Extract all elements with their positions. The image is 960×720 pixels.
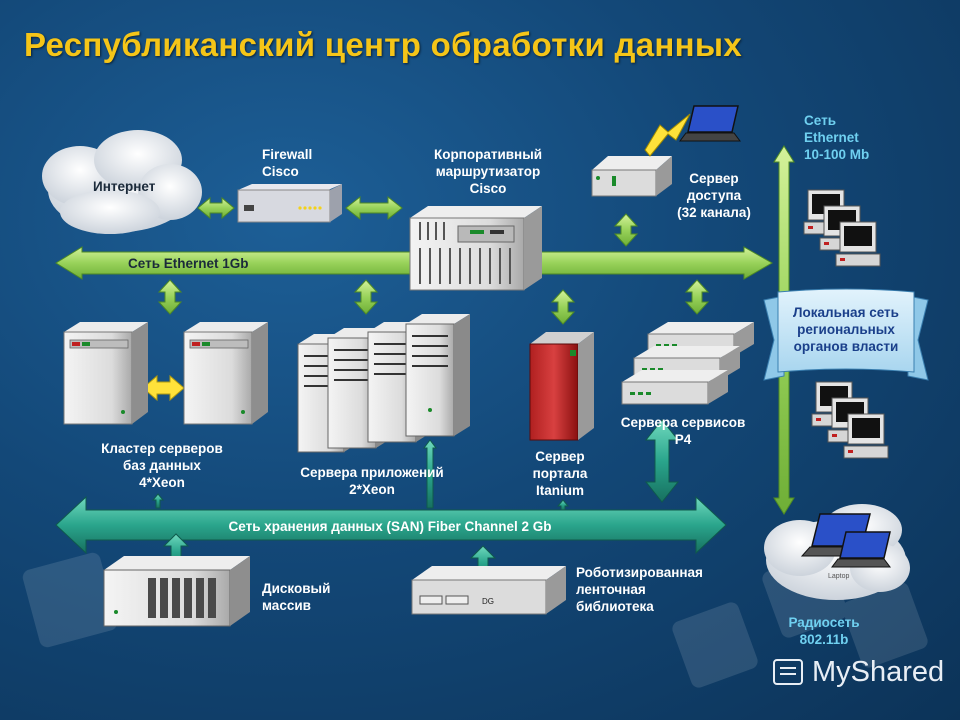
lightning-icon (644, 113, 691, 157)
link-arrow-app-servers (353, 279, 379, 315)
laptop-radio-2 (831, 531, 891, 568)
link-arrow-internet-firewall (197, 196, 235, 220)
san-arrow-service-servers (644, 419, 680, 503)
workstation-3 (835, 221, 881, 267)
tape-library-device: DG (411, 566, 566, 615)
app-server-4 (405, 314, 470, 437)
san-arrow-portal (556, 499, 570, 511)
internet-cloud (42, 130, 202, 234)
myshared-logo-icon (773, 659, 803, 685)
firewall-device (237, 184, 342, 223)
laptop-caption: Laptop (828, 573, 850, 580)
link-arrow-portal-server (550, 289, 576, 325)
link-arrow-db-cluster (157, 279, 183, 315)
link-arrow-firewall-router (345, 195, 403, 221)
san-bus (55, 495, 727, 555)
workstation-6 (843, 413, 889, 459)
portal-server-device (529, 332, 594, 441)
ethernet-1gb-label: Сеть Ethernet 1Gb (128, 256, 249, 271)
tape-device-label: DG (482, 597, 494, 606)
workstation-5 (827, 397, 873, 443)
san-arrow-app-servers (423, 439, 437, 509)
watermark: MyShared (812, 656, 945, 688)
san-arrow-db-cluster (151, 493, 165, 509)
link-arrow-access-server (613, 213, 639, 247)
disk-array-device (103, 556, 250, 627)
workstation-group-bottom (811, 381, 889, 459)
laptop-access-icon (679, 105, 741, 142)
db-server-1 (63, 322, 148, 425)
access-server-device (591, 156, 672, 197)
background-keyboard (22, 552, 928, 688)
service-server-3 (621, 370, 728, 405)
internet-label: Интернет (93, 179, 156, 194)
db-server-2 (183, 322, 268, 425)
router-device (409, 206, 542, 291)
cluster-link-arrow (142, 374, 185, 402)
link-arrow-service-servers (684, 279, 710, 315)
workstation-group-top (803, 189, 881, 267)
page-title: Республиканский центр обработки данных (24, 26, 743, 63)
san-label: Сеть хранения данных (SAN) Fiber Channel… (228, 519, 552, 534)
local-network-banner (763, 288, 929, 381)
